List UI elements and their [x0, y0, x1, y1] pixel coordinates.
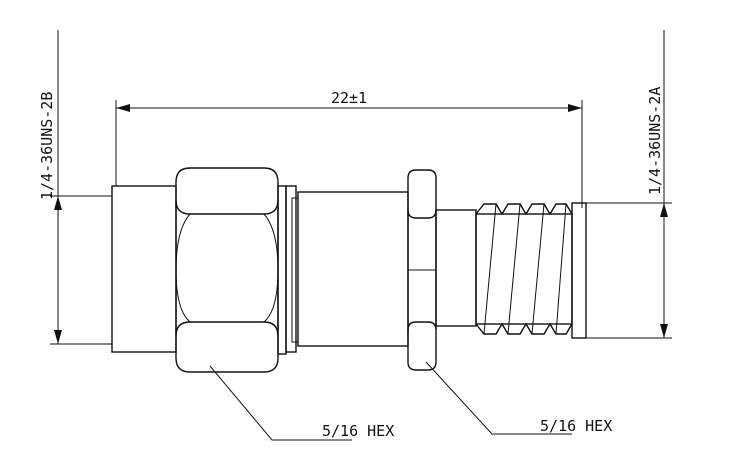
left-hex-label: 5/16 HEX — [322, 422, 394, 440]
left-hex-nut — [175, 167, 279, 373]
right-hex-callout: 5/16 HEX — [425, 361, 612, 435]
threaded-male-end — [435, 202, 587, 339]
overall-length-label: 22±1 — [331, 89, 367, 107]
right-hex-nut — [407, 169, 437, 371]
right-thread-label: 1/4-36UNS-2A — [646, 87, 664, 195]
right-thread-dimension: 1/4-36UNS-2A — [578, 30, 672, 339]
left-thread-label: 1/4-36UNS-2B — [38, 92, 56, 200]
overall-length-dimension: 22±1 — [115, 89, 583, 208]
center-body — [297, 191, 409, 347]
collar — [277, 185, 299, 355]
right-hex-label: 5/16 HEX — [540, 417, 612, 435]
left-body — [111, 185, 177, 353]
left-thread-dimension: 1/4-36UNS-2B — [38, 30, 112, 345]
left-hex-callout: 5/16 HEX — [209, 365, 394, 441]
